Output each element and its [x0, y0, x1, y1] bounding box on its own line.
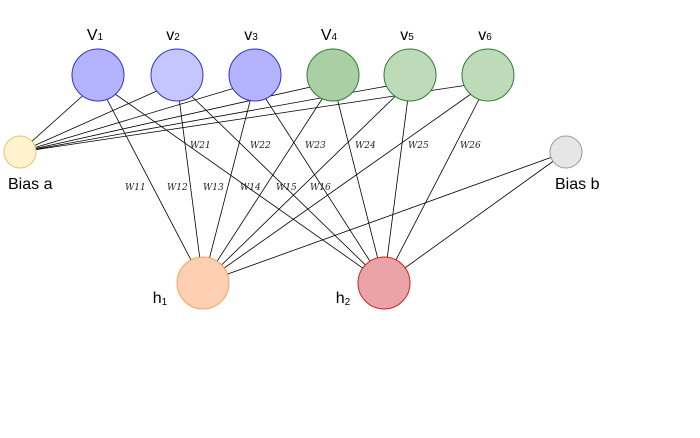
visible-node-label-v3: v3 — [244, 27, 258, 44]
visible-node-label-v5: v5 — [400, 27, 414, 44]
edge-v3-h1 — [202, 81, 256, 284]
edge-v5-h1 — [202, 81, 411, 284]
weight-label-w14: W14 — [240, 183, 261, 193]
visible-node-label-v4: V4 — [321, 27, 338, 44]
weight-label-w13: W13 — [203, 183, 224, 193]
edge-v6-h1 — [202, 81, 489, 284]
visible-node-v1 — [71, 48, 125, 102]
weight-label-w15: W15 — [276, 183, 297, 193]
edge-biasa-v3 — [19, 81, 256, 153]
edge-v4-h1 — [202, 81, 334, 284]
visible-node-v6 — [461, 48, 515, 102]
bias-b-label: Bias b — [555, 176, 600, 193]
hidden-node-label-h2: h2 — [336, 290, 351, 308]
weight-label-w23: W23 — [305, 141, 326, 151]
visible-node-label-v1: V1 — [87, 27, 104, 44]
weight-label-w16: W16 — [310, 183, 331, 193]
hidden-node-h2 — [357, 256, 411, 310]
weight-label-w21: W21 — [190, 141, 211, 151]
edge-v1-h2 — [97, 81, 385, 284]
weight-label-w12: W12 — [167, 183, 188, 193]
network-nodes — [3, 48, 583, 310]
hidden-node-label-h1: h1 — [153, 290, 168, 308]
visible-node-v2 — [150, 48, 204, 102]
visible-node-v4 — [306, 48, 360, 102]
connection-edges — [19, 81, 567, 284]
edge-biasa-v2 — [19, 81, 178, 153]
weight-label-w11: W11 — [125, 183, 146, 193]
edge-biasb-h1 — [202, 151, 567, 284]
visible-node-label-v2: v2 — [166, 27, 180, 44]
visible-node-label-v6: v6 — [478, 27, 492, 44]
edge-biasb-h2 — [383, 151, 567, 284]
edge-v2-h1 — [176, 81, 204, 284]
weight-label-w24: W24 — [355, 141, 376, 151]
bias-node-b — [549, 135, 583, 169]
edge-v1-h1 — [97, 81, 204, 284]
weight-label-w22: W22 — [250, 141, 271, 151]
weight-label-w26: W26 — [460, 141, 481, 151]
edge-biasa-v4 — [19, 81, 334, 153]
visible-node-v5 — [383, 48, 437, 102]
edge-v6-h2 — [383, 81, 489, 284]
bias-node-a — [3, 135, 37, 169]
bias-a-label: Bias a — [8, 176, 53, 193]
edge-v5-h2 — [383, 81, 411, 284]
node-labels: V1 v2 v3 V4 v5 v6 h1 h2 Bias a Bias b — [8, 27, 600, 308]
edge-v2-h2 — [176, 81, 385, 284]
hidden-node-h1 — [176, 256, 230, 310]
edge-v4-h2 — [332, 81, 385, 284]
edge-v3-h2 — [254, 81, 385, 284]
weight-label-w25: W25 — [408, 141, 429, 151]
visible-node-v3 — [228, 48, 282, 102]
